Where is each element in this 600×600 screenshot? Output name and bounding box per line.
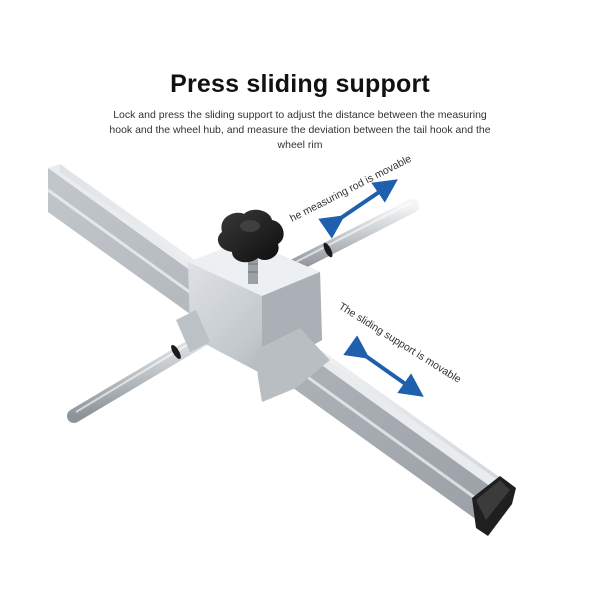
support-arrow (343, 335, 424, 397)
description-text: Lock and press the sliding support to ad… (109, 109, 491, 151)
rod-arrow (318, 179, 398, 239)
beam-end-cap (472, 476, 516, 536)
headline: Press sliding support (170, 70, 430, 98)
locking-knob (217, 209, 284, 284)
sliding-support (176, 240, 330, 402)
support-label: The sliding support is movable (336, 300, 463, 385)
